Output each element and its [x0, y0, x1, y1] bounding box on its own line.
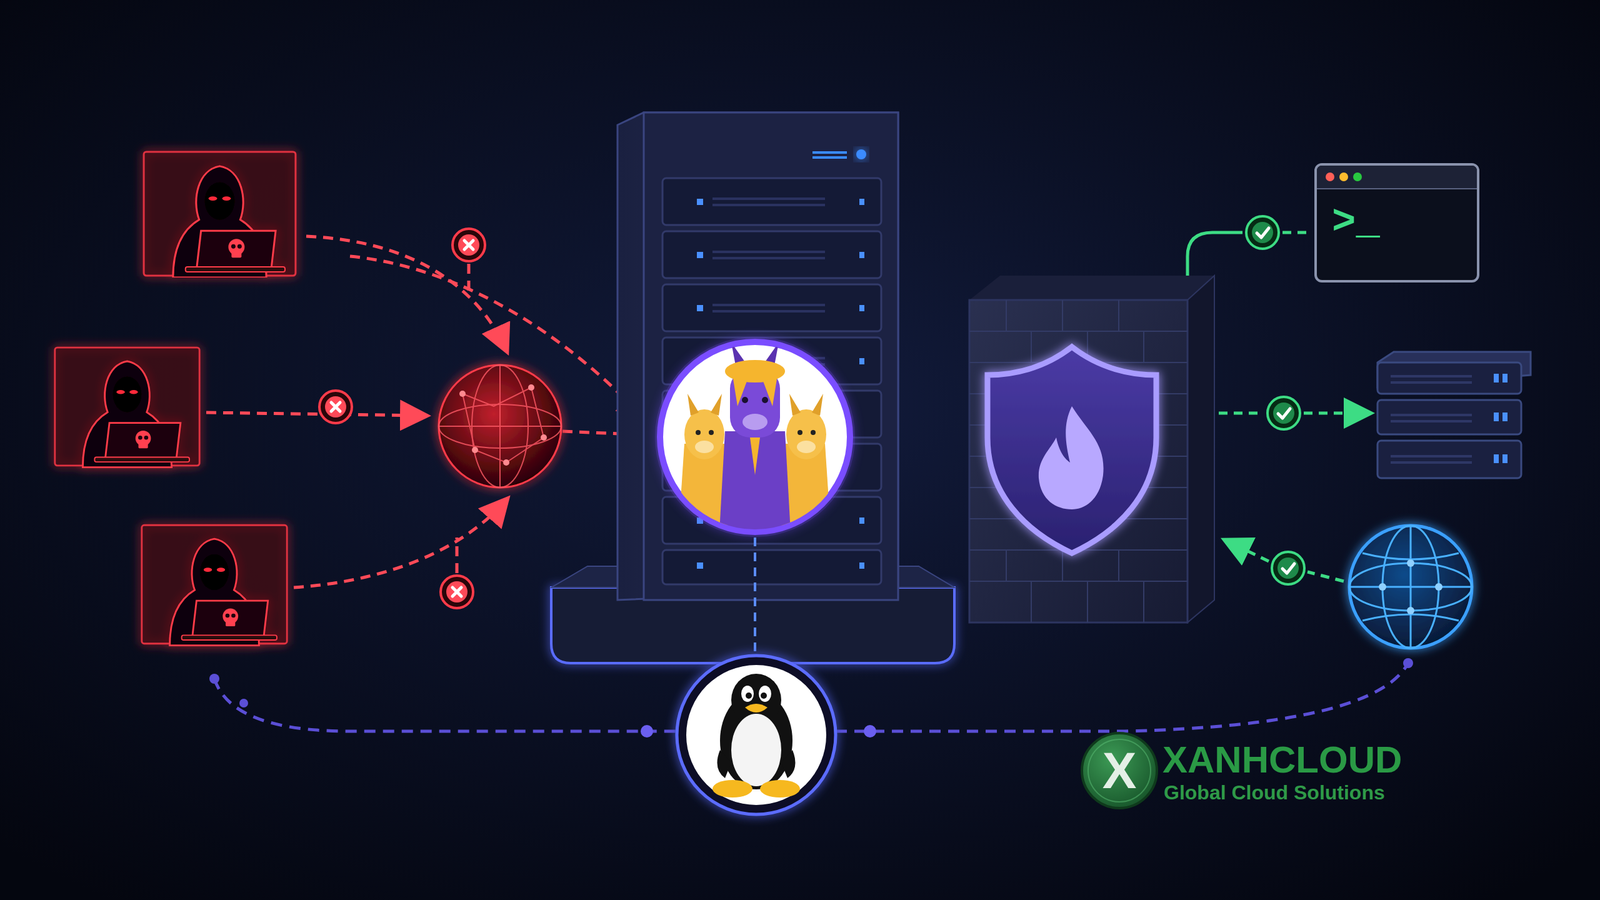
brand-tagline: Global Cloud Solutions	[1163, 782, 1385, 803]
window-dot	[1353, 172, 1362, 182]
brand-name: XANHCLOUD	[1162, 741, 1402, 779]
window-dot	[1339, 172, 1349, 182]
title-bar	[1316, 165, 1477, 190]
logo-mark: X	[1102, 745, 1137, 797]
terminal-prompt: >_	[1316, 189, 1477, 245]
terminal-window: >_	[1314, 163, 1480, 283]
window-dot	[1325, 172, 1335, 182]
